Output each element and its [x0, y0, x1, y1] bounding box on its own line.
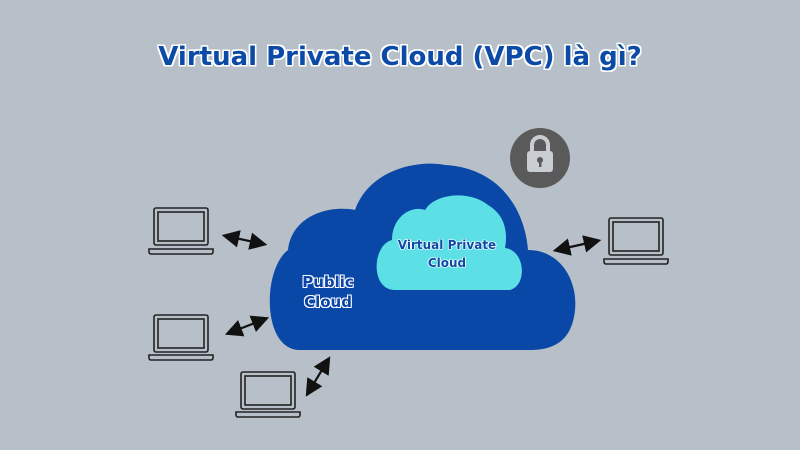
- double-arrow-icon: [305, 356, 331, 397]
- laptop-icon: [148, 207, 214, 255]
- public-cloud-label-line2: Cloud: [304, 293, 352, 311]
- public-cloud-label-line1: Public: [302, 273, 354, 291]
- page-title: Virtual Private Cloud (VPC) là gì?: [158, 42, 642, 72]
- private-cloud-shape: [376, 195, 522, 290]
- double-arrow-icon: [221, 230, 268, 250]
- laptop-icon: [148, 314, 214, 361]
- private-cloud-label-line2: Cloud: [427, 256, 467, 270]
- laptop-icon: [235, 371, 301, 418]
- double-arrow-icon: [224, 315, 270, 337]
- public-cloud-label: Public Cloud: [288, 272, 368, 312]
- laptop-icon: [603, 217, 669, 265]
- double-arrow-icon: [552, 235, 602, 256]
- private-cloud-label-line1: Virtual Private: [397, 238, 497, 252]
- private-cloud-label: Virtual Private Cloud: [382, 236, 512, 272]
- lock-icon: [510, 128, 570, 188]
